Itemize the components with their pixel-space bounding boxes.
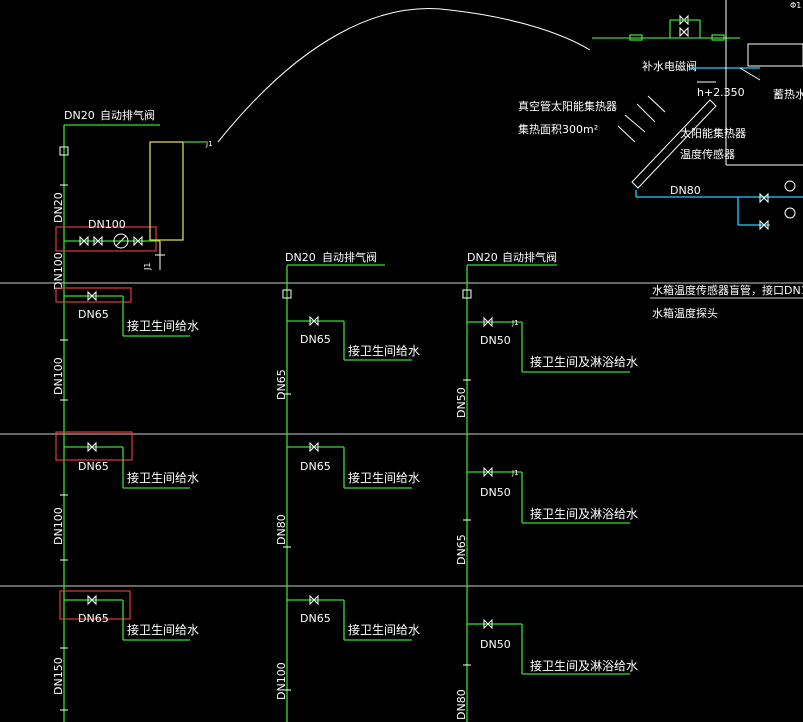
collector-area-label: 集热面积300m²: [518, 122, 598, 136]
right-branch-2: [467, 466, 630, 524]
to-shower-1: 接卫生间及淋浴给水: [530, 354, 638, 369]
riser-dn20-label: DN20: [52, 192, 65, 223]
to-toilet-m2: 接卫生间给水: [348, 470, 420, 485]
riser-dn65-right: DN65: [455, 534, 468, 565]
makeup-solenoid-label: 补水电磁阀: [642, 59, 697, 73]
solar-panel-icon: [617, 95, 717, 189]
riser-dn100-a: DN100: [52, 252, 65, 290]
left-branch-3: [59, 590, 190, 641]
meter-assembly: [55, 226, 160, 252]
branch-dn50-r3: DN50: [480, 638, 511, 651]
auto-air-valve-label-1: 自动排气阀: [100, 108, 155, 122]
riser-dn100-mid: DN100: [275, 662, 288, 700]
tank-probe-label: 水箱温度探头: [652, 306, 718, 320]
mid-branch-2: [287, 441, 412, 489]
yellow-loop: [149, 141, 206, 270]
dn20-label-left: DN20: [64, 109, 95, 122]
to-toilet-m1: 接卫生间给水: [348, 343, 420, 358]
left-riser: [60, 155, 68, 722]
j1-tag-d: J1: [511, 469, 519, 477]
j1-tag-c: J1: [511, 319, 519, 327]
riser-dn80-mid: DN80: [275, 514, 288, 545]
arc-pipe: [217, 8, 591, 143]
right-branch-3: [467, 618, 630, 675]
mid-branch-1: [287, 315, 412, 361]
riser-dn100-c: DN100: [52, 507, 65, 545]
branch-dn65-3: DN65: [78, 612, 109, 625]
branch-dn65-m2: DN65: [300, 460, 331, 473]
to-shower-2: 接卫生间及淋浴给水: [530, 506, 638, 521]
solar-temp-sensor-a: 太阳能集热器: [680, 126, 746, 140]
riser-dn50-right: DN50: [455, 387, 468, 418]
branch-dn50-r1: DN50: [480, 334, 511, 347]
left-branch-1: [55, 287, 190, 337]
to-toilet-2: 接卫生间给水: [127, 470, 199, 485]
j1-tag-a: J1: [205, 140, 213, 148]
j1-tag-b: J1: [143, 263, 152, 271]
mid-branch-3: [287, 594, 412, 641]
top-right-valves: [592, 14, 740, 41]
branch-dn50-r2: DN50: [480, 486, 511, 499]
solar-collector-label: 真空管太阳能集热器: [518, 99, 617, 113]
riser-dn80-right: DN80: [455, 689, 468, 720]
branch-dn65-m3: DN65: [300, 612, 331, 625]
riser-dn65-mid: DN65: [275, 369, 288, 400]
branch-dn65-1: DN65: [78, 308, 109, 321]
auto-air-valve-label-2: 自动排气阀: [322, 250, 377, 264]
top-right-mark: Φ1: [790, 1, 801, 10]
tank-sensor-note: 水箱温度传感器盲管，接口DN15: [652, 283, 803, 297]
riser-dn150: DN150: [52, 657, 65, 695]
right-riser: [462, 264, 557, 722]
auto-air-valve-label-3: 自动排气阀: [502, 250, 557, 264]
to-toilet-1: 接卫生间给水: [127, 318, 199, 333]
right-branch-1: [467, 316, 630, 373]
branch-dn65-m1: DN65: [300, 333, 331, 346]
dn100-label-upper: DN100: [88, 218, 126, 231]
middle-riser: [282, 264, 385, 722]
to-toilet-m3: 接卫生间给水: [348, 622, 420, 637]
to-toilet-3: 接卫生间给水: [127, 622, 199, 637]
air-valve-icon: [59, 124, 160, 156]
left-branch-2: [55, 431, 190, 489]
dn20-label-mid: DN20: [285, 251, 316, 264]
storage-tank-label: 蓄热水: [773, 88, 803, 101]
solar-temp-sensor-b: 温度传感器: [680, 147, 735, 161]
dn20-label-right: DN20: [467, 251, 498, 264]
storage-tank: [725, 0, 803, 166]
elevation-label: h+2.350: [697, 86, 745, 99]
dn80-cyan-label: DN80: [670, 184, 701, 197]
riser-dn100-b: DN100: [52, 357, 65, 395]
to-shower-3: 接卫生间及淋浴给水: [530, 658, 638, 673]
branch-dn65-2: DN65: [78, 460, 109, 473]
cyan-dn80-line: [635, 180, 803, 231]
